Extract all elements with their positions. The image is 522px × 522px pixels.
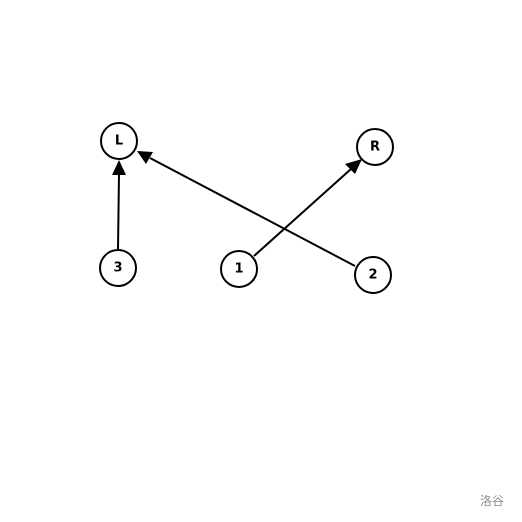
edge-2-to-L-arrowhead (137, 151, 153, 164)
node-2: 2 (354, 256, 392, 294)
node-L: L (100, 122, 138, 160)
edges-layer (112, 151, 362, 267)
node-2-circle (354, 256, 392, 294)
edge-2-to-L-line (149, 157, 356, 267)
edge-1-to-R-line (253, 168, 352, 257)
node-3-label: 3 (113, 261, 122, 276)
watermark-text: 洛谷 (480, 494, 505, 508)
node-1-circle (220, 250, 258, 288)
node-R-label: R (370, 140, 380, 155)
edge-1-to-R-arrowhead (345, 159, 362, 174)
node-L-label: L (115, 134, 123, 149)
node-L-circle (100, 122, 138, 160)
node-1-label: 1 (234, 262, 243, 277)
node-3: 3 (99, 249, 137, 287)
nodes-layer: L R 3 1 2 (99, 122, 394, 294)
node-3-circle (99, 249, 137, 287)
node-2-label: 2 (368, 268, 377, 283)
edge-3-to-L-arrowhead (112, 160, 126, 175)
node-R-circle (356, 128, 394, 166)
edge-1-to-R (253, 159, 362, 257)
edge-3-to-L (112, 160, 126, 250)
node-R: R (356, 128, 394, 166)
edge-2-to-L (137, 151, 356, 267)
node-1: 1 (220, 250, 258, 288)
edge-3-to-L-line (117, 173, 120, 250)
